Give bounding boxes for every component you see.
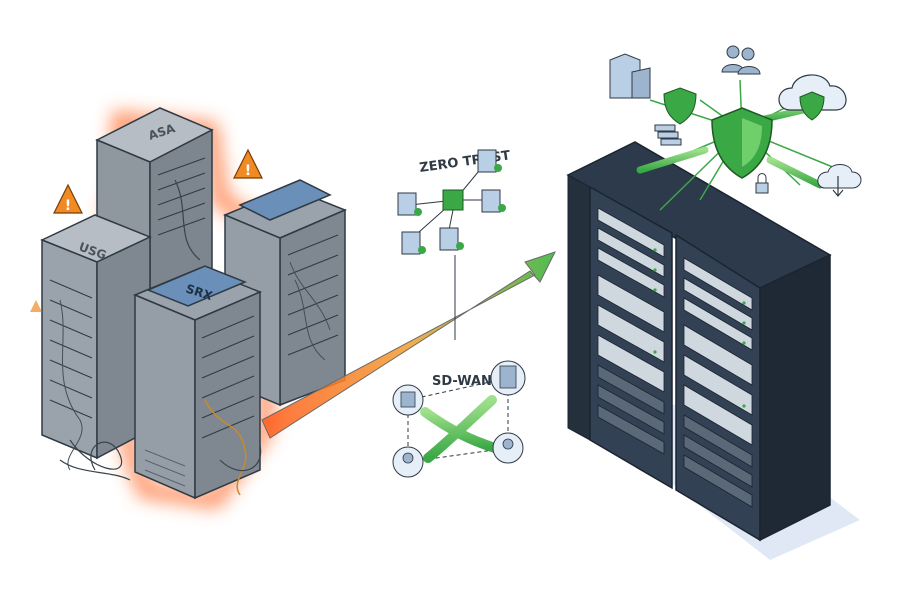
shield-icon — [663, 87, 697, 125]
shield-icon — [711, 107, 773, 179]
document-icon — [439, 227, 464, 251]
building-icon — [609, 53, 651, 99]
svg-text:!: ! — [65, 198, 71, 214]
user-group-icon — [721, 45, 761, 75]
modern-rack-pair — [566, 141, 860, 560]
security-overlay — [609, 45, 862, 211]
svg-text:!: ! — [245, 163, 251, 179]
warning-icon — [30, 300, 42, 312]
server-mini-icon — [654, 124, 682, 146]
rack-srx: SRX — [133, 265, 262, 500]
server-units-2 — [683, 257, 753, 508]
user-group-icon — [492, 432, 524, 464]
tangled-cables — [59, 179, 262, 481]
cloud-icon — [778, 74, 847, 121]
building-icon — [490, 360, 526, 396]
user-group-icon — [392, 446, 424, 478]
status-leds — [653, 248, 746, 408]
document-icon — [401, 231, 426, 255]
hub-node — [442, 189, 464, 211]
server-units-1 — [597, 207, 665, 455]
document-icon — [397, 192, 422, 216]
building-icon — [392, 384, 424, 416]
zero-trust-cluster: ZERO TRUST — [397, 148, 511, 340]
cloud-icon — [817, 164, 862, 197]
sdwan-cluster: SD-WAN — [392, 360, 526, 478]
warning-icon: ! — [233, 148, 263, 179]
pipe-icon — [420, 395, 500, 463]
warning-icon: ! — [53, 183, 83, 214]
rack-usg: USG — [40, 214, 152, 471]
legacy-rack-cluster: ASA USG — [30, 107, 347, 509]
lock-icon — [755, 173, 769, 194]
migration-arrow — [261, 251, 556, 439]
sdwan-title: SD-WAN — [432, 374, 492, 389]
document-icon — [477, 149, 502, 173]
document-icon — [481, 189, 506, 213]
